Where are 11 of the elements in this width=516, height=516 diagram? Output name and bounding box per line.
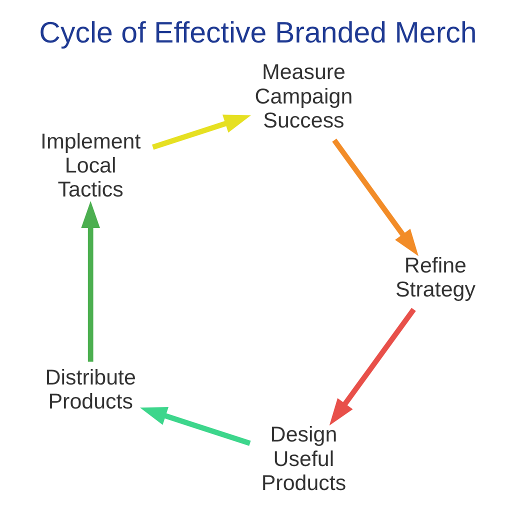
node-text: Design Useful Products	[261, 422, 346, 496]
diagram-title: Cycle of Effective Branded Merch	[39, 16, 477, 50]
node-text: Refine Strategy	[395, 254, 476, 302]
arrow	[332, 138, 418, 256]
node-text: Measure Campaign Success	[254, 60, 353, 132]
arrow	[329, 308, 416, 426]
node-text: Distribute Products	[45, 366, 136, 414]
arrow	[140, 406, 251, 446]
arrow	[152, 114, 251, 150]
node-text: Implement Local Tactics	[40, 129, 141, 202]
arrow	[81, 201, 100, 362]
